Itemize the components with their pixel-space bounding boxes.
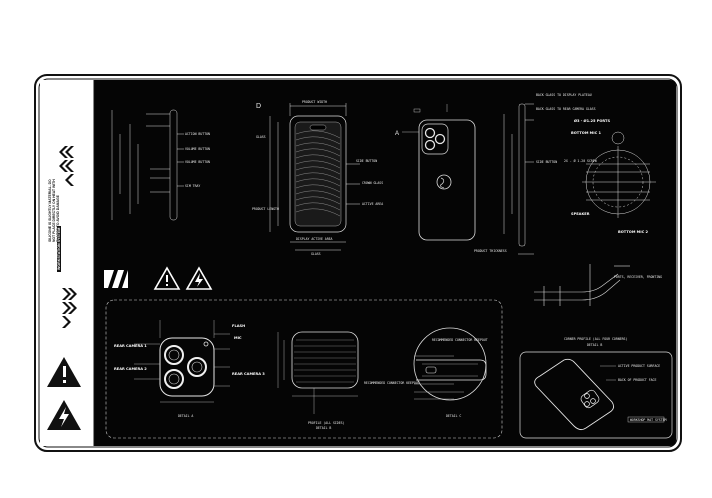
mat-black-surface <box>94 80 676 446</box>
card-label-back: BACK OF PRODUCT FACE <box>618 378 656 382</box>
profile-detail-drawing <box>277 331 359 414</box>
corner-label-profile: CORNER PROFILE (ALL FOUR CORNERS) <box>564 337 627 341</box>
front-label-length: PRODUCT LENGTH <box>252 207 279 211</box>
bottom-view-drawing <box>582 131 656 218</box>
front-view-drawing: D <box>256 103 360 251</box>
bottom-label-screw: 2X - Ø 1.20 SCREW <box>564 158 597 163</box>
camera-detail-drawing <box>134 320 230 403</box>
hazard-stripe-icon <box>104 270 128 288</box>
detail-c-keepout-1: RECOMMENDED CONNECTOR KEEPOUT <box>432 338 488 342</box>
electric-outline-icon <box>185 266 213 290</box>
chevron-left-icon <box>59 146 74 186</box>
card-label-brand: WORKSHOP MAT SYSTEM <box>630 418 667 422</box>
electric-hazard-icon <box>47 400 81 430</box>
detail-a-title: DETAIL A <box>178 414 193 418</box>
front-label-glass: GLASS <box>256 135 266 139</box>
profile-label-side: SIDE BUTTON <box>536 160 557 164</box>
front-label-crown: CROWN GLASS <box>362 181 383 185</box>
bottom-label-speaker: SPEAKER <box>571 212 590 216</box>
front-label-display: DISPLAY ACTIVE AREA <box>296 237 333 241</box>
corner-label-ports: PORTS, RECEIVER, FRONTING <box>614 275 662 279</box>
corner-profile-drawing <box>534 264 630 306</box>
front-label-width: PRODUCT WIDTH <box>302 100 327 104</box>
detail-a-camera3: REAR CAMERA 3 <box>232 372 265 376</box>
product-card <box>519 351 673 439</box>
bottom-label-mic2: BOTTOM MIC 2 <box>618 230 648 234</box>
detail-b-title: DETAIL B <box>316 426 331 430</box>
connector-detail-drawing <box>413 327 487 401</box>
warning-outline-icon <box>153 266 181 290</box>
warning-icon <box>47 357 81 387</box>
workstation-badge: WORKSTATION SYSTEM <box>57 225 61 272</box>
profile-label-camera: BACK GLASS TO REAR CAMERA GLASS <box>536 107 596 111</box>
front-label-side-button: SIDE BUTTON <box>356 159 377 163</box>
profile-label-thickness: PRODUCT THICKNESS <box>474 249 507 253</box>
side-label-sim: SIM TRAY <box>185 184 200 188</box>
workshop-mat: ACTION BUTTON VOLUME BUTTON VOLUME BUTTO… <box>34 74 682 452</box>
mat-graphic: ACTION BUTTON VOLUME BUTTON VOLUME BUTTO… <box>34 74 682 452</box>
side-view-drawing <box>111 109 184 221</box>
bottom-label-mic1: BOTTOM MIC 1 <box>571 131 601 135</box>
detail-panel <box>105 299 503 439</box>
detail-a-flash: FLASH <box>232 324 245 328</box>
side-label-volume-down: VOLUME BUTTON <box>185 160 210 164</box>
side-label-volume-up: VOLUME BUTTON <box>185 147 210 151</box>
profile-label-plateau: BACK GLASS TO DISPLAY PLATEAU <box>536 93 592 97</box>
front-label-active: ACTIVE AREA <box>362 202 383 206</box>
back-view-drawing <box>402 104 476 241</box>
chevron-right-icon <box>62 288 77 328</box>
card-label-active: ACTIVE PRODUCT SURFACE <box>618 364 660 368</box>
detail-c-keepout-2: RECOMMENDED CONNECTOR KEEPOUT <box>364 381 420 385</box>
bottom-label-ports: Ø3 - Ø1.25 PORTS <box>574 118 610 123</box>
detail-a-camera2: REAR CAMERA 2 <box>114 367 147 371</box>
back-view-marker: A <box>395 131 399 137</box>
detail-b-profile: PROFILE (ALL SIDES) <box>308 421 345 425</box>
profile-view-drawing <box>503 103 534 255</box>
detail-a-mic: MIC <box>234 336 242 340</box>
side-label-action: ACTION BUTTON <box>185 132 210 136</box>
phone-illustration <box>534 358 616 431</box>
detail-c-title: DETAIL C <box>446 414 461 418</box>
detail-a-camera1: REAR CAMERA 1 <box>114 344 147 348</box>
svg-text:D: D <box>256 103 261 110</box>
front-label-glass-2: GLASS <box>311 252 321 256</box>
corner-label-detail: DETAIL B <box>587 343 602 347</box>
